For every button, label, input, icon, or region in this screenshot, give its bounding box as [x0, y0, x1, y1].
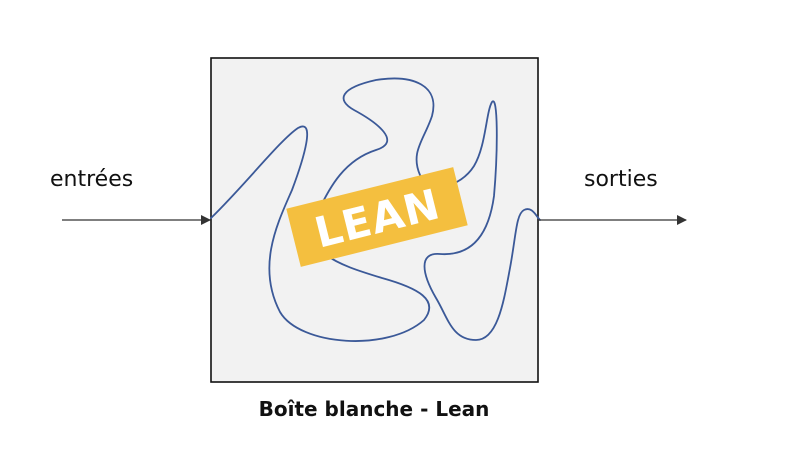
output-label: sorties — [584, 167, 658, 192]
input-label: entrées — [50, 167, 133, 192]
diagram-caption: Boîte blanche - Lean — [259, 397, 490, 421]
internal-process-curve — [210, 77, 541, 342]
lean-badge-background — [286, 167, 468, 267]
